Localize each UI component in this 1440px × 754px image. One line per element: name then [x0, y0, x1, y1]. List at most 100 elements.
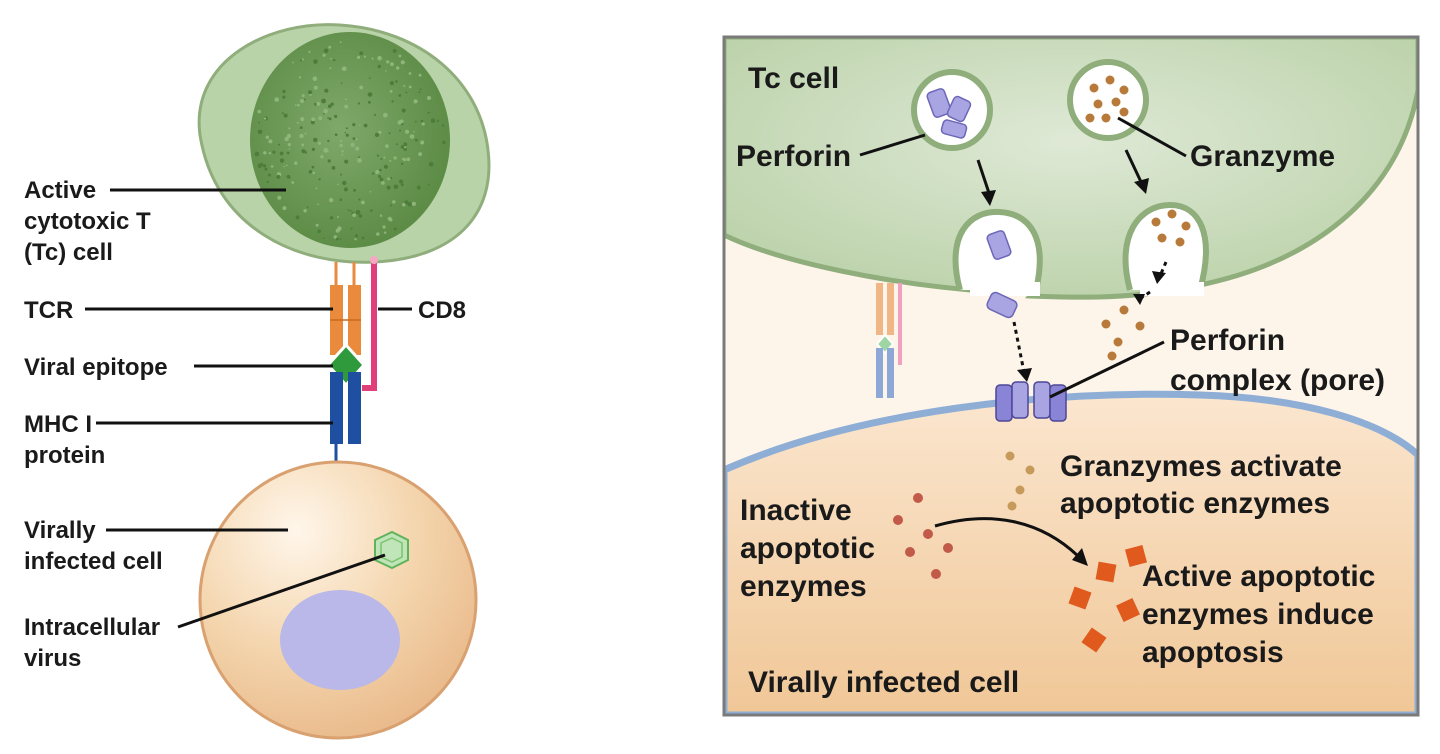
nucleus-speckle: [349, 210, 352, 212]
nucleus-speckle: [327, 117, 329, 119]
nucleus-speckle: [399, 129, 401, 132]
nucleus-speckle: [337, 216, 339, 218]
active-enzyme: [1124, 544, 1148, 568]
nucleus-speckle: [322, 53, 326, 57]
nucleus-speckle: [403, 142, 408, 147]
granzyme-granule: [1135, 321, 1145, 331]
perforin-leader: [859, 133, 926, 157]
nucleus-speckle: [385, 144, 389, 149]
nucleus-speckle: [329, 57, 332, 60]
nucleus-speckle: [343, 187, 348, 192]
nucleus-speckle: [291, 181, 295, 184]
nucleus-speckle: [274, 97, 280, 102]
cd8-coreceptor: [362, 256, 378, 391]
nucleus-speckle: [315, 223, 319, 227]
nucleus-speckle: [327, 104, 332, 109]
nucleus-speckle: [350, 142, 355, 147]
nucleus-speckle: [430, 118, 436, 123]
nucleus-speckle: [306, 206, 309, 208]
nucleus-speckle: [339, 140, 342, 143]
nucleus-speckle: [411, 201, 416, 206]
infected-cell-label-right: Virally infected cell: [748, 666, 1019, 699]
nucleus-speckle: [395, 80, 398, 83]
nucleus-speckle: [335, 228, 340, 233]
nucleus-speckle: [376, 232, 380, 236]
infected-nucleus: [280, 590, 400, 690]
nucleus-speckle: [311, 165, 315, 169]
nucleus-speckle: [386, 60, 390, 64]
nucleus-speckle: [334, 133, 338, 136]
nucleus-speckle: [370, 209, 373, 212]
tc-nucleus: [250, 32, 450, 248]
nucleus-speckle: [339, 41, 342, 43]
nucleus-speckle: [308, 90, 313, 95]
nucleus-speckle: [283, 113, 288, 118]
nucleus-speckle: [266, 180, 269, 184]
inactive-enzyme: [893, 515, 903, 525]
active-enzyme: [1095, 561, 1117, 583]
nucleus-speckle: [421, 122, 425, 126]
nucleus-speckle: [375, 169, 380, 175]
nucleus-speckle: [265, 135, 269, 139]
nucleus-speckle: [282, 206, 287, 211]
nucleus-speckle: [323, 237, 325, 239]
nucleus-speckle: [352, 137, 356, 140]
nucleus-speckle: [390, 62, 394, 67]
nucleus-speckle: [377, 55, 382, 61]
nucleus-speckle: [355, 146, 360, 151]
tcr-label: TCR: [24, 297, 73, 324]
nucleus-speckle: [386, 185, 391, 190]
nucleus-speckle: [403, 147, 407, 151]
nucleus-speckle: [294, 161, 298, 165]
mhc-i-protein: [330, 372, 361, 466]
nucleus-speckle: [259, 162, 264, 167]
nucleus-speckle: [292, 61, 294, 64]
nucleus-speckle: [277, 195, 282, 200]
nucleus-speckle: [402, 203, 406, 207]
nucleus-speckle: [382, 225, 386, 229]
nucleus-speckle: [333, 59, 336, 62]
nucleus-speckle: [355, 138, 358, 140]
nucleus-speckle: [341, 153, 344, 156]
nucleus-speckle: [278, 143, 280, 146]
nucleus-speckle: [419, 88, 422, 91]
inactive-apoptotic-enzymes: [893, 493, 953, 579]
nucleus-speckle: [420, 119, 424, 123]
nucleus-speckle: [405, 129, 410, 134]
nucleus-speckle: [282, 95, 286, 99]
nucleus-speckle: [313, 59, 318, 64]
granzyme-granule: [1015, 485, 1025, 495]
nucleus-speckle: [347, 209, 350, 212]
nucleus-speckle: [413, 131, 415, 133]
right-panel-frame: [722, 35, 1420, 717]
infected-cell-label: Virally infected cell: [24, 517, 163, 575]
nucleus-speckle: [427, 96, 431, 100]
active-enzymes-label: Active apoptotic enzymes induce apoptosi…: [1142, 560, 1384, 669]
active-apoptotic-enzymes: [1068, 544, 1148, 653]
tcr-receptor: [330, 262, 361, 355]
nucleus-speckle: [378, 174, 381, 178]
nucleus-speckle: [354, 234, 358, 238]
nucleus-speckle: [367, 92, 373, 97]
inactive-enzyme: [943, 543, 953, 553]
nucleus-speckle: [404, 146, 406, 149]
virally-infected-cell: [198, 460, 478, 740]
granzyme-granule: [1005, 451, 1015, 461]
inactive-enzymes-label: Inactive apoptotic enzymes: [740, 494, 883, 603]
nucleus-speckle: [418, 152, 422, 157]
inactive-enzyme: [913, 493, 923, 503]
nucleus-speckle: [301, 149, 306, 154]
perforin-pore-icon: [995, 381, 1067, 422]
nucleus-speckle: [295, 215, 300, 220]
perforin-vesicle: [911, 69, 993, 151]
granzyme-granule: [1157, 233, 1167, 243]
nucleus-speckle: [379, 177, 384, 182]
nucleus-speckle: [392, 200, 396, 204]
nucleus-speckle: [264, 167, 268, 171]
nucleus-speckle: [361, 200, 365, 205]
granzyme-granule: [1167, 209, 1177, 219]
nucleus-speckle: [323, 108, 328, 114]
nucleus-speckle: [379, 214, 383, 217]
nucleus-speckle: [329, 216, 334, 220]
